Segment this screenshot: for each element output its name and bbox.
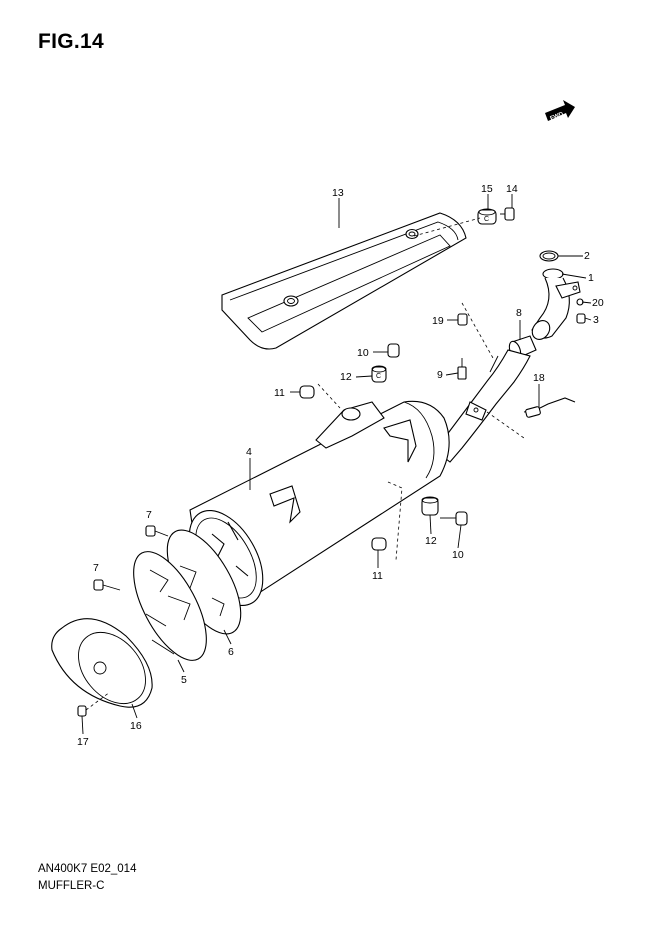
part-label-12-upper: 12 <box>340 371 352 383</box>
part-label-6: 6 <box>228 646 234 658</box>
part-label-4: 4 <box>246 446 252 458</box>
part-label-2: 2 <box>584 250 590 262</box>
end-cover-16 <box>51 618 153 708</box>
grommet-15: C <box>477 208 497 225</box>
oxygen-sensor-18 <box>486 397 576 439</box>
part-label-20: 20 <box>592 297 604 309</box>
bolt-7-upper <box>145 525 169 537</box>
part-label-15: 15 <box>481 183 493 195</box>
part-label-5: 5 <box>181 674 187 686</box>
baffle-plate-5 <box>133 551 207 661</box>
svg-text:C: C <box>376 373 381 380</box>
fwd-arrow-icon: FWD <box>545 100 575 122</box>
gasket-2 <box>539 250 559 262</box>
part-label-7-lower: 7 <box>93 562 99 574</box>
bolt-10-lower <box>440 511 468 526</box>
bolt-7-lower <box>93 579 121 591</box>
bolt-3 <box>576 313 586 324</box>
part-label-1: 1 <box>588 272 594 284</box>
part-label-9: 9 <box>437 369 443 381</box>
bolt-10-upper <box>387 343 400 358</box>
bolt-14 <box>500 207 515 221</box>
leader-lines <box>81 194 592 735</box>
exhaust-flange-pipe-1 <box>531 268 581 340</box>
part-label-14: 14 <box>506 183 518 195</box>
part-label-18: 18 <box>533 372 545 384</box>
part-label-10-upper: 10 <box>357 347 369 359</box>
part-label-10-lower: 10 <box>452 549 464 561</box>
figure-name: MUFFLER-C <box>38 880 105 892</box>
nut-19 <box>457 313 468 326</box>
part-label-8: 8 <box>516 307 522 319</box>
exhaust-pipe <box>431 349 531 463</box>
part-label-11-lower: 11 <box>372 570 383 582</box>
grommet-11-upper <box>299 385 315 399</box>
part-label-7-upper: 7 <box>146 509 152 521</box>
grommet-11-lower <box>371 537 387 551</box>
part-label-19: 19 <box>432 315 444 327</box>
part-label-3: 3 <box>593 314 599 326</box>
figure-code: AN400K7 E02_014 <box>38 863 137 875</box>
figure-title: FIG.14 <box>38 30 104 53</box>
collar-12-lower <box>421 496 439 516</box>
collar-12-upper: C <box>371 365 387 383</box>
part-label-12-lower: 12 <box>425 535 437 547</box>
part-labels: 13 15 14 2 1 20 3 19 8 10 12 9 18 11 4 7… <box>77 183 604 748</box>
part-label-17: 17 <box>77 736 89 748</box>
part-label-16: 16 <box>130 720 142 732</box>
svg-text:C: C <box>484 216 489 223</box>
part-label-11-upper: 11 <box>274 387 285 399</box>
heat-shield-cover <box>221 212 467 350</box>
part-label-13: 13 <box>332 187 344 199</box>
bolt-9 <box>457 358 467 380</box>
fwd-badge-text: FWD <box>550 111 566 122</box>
